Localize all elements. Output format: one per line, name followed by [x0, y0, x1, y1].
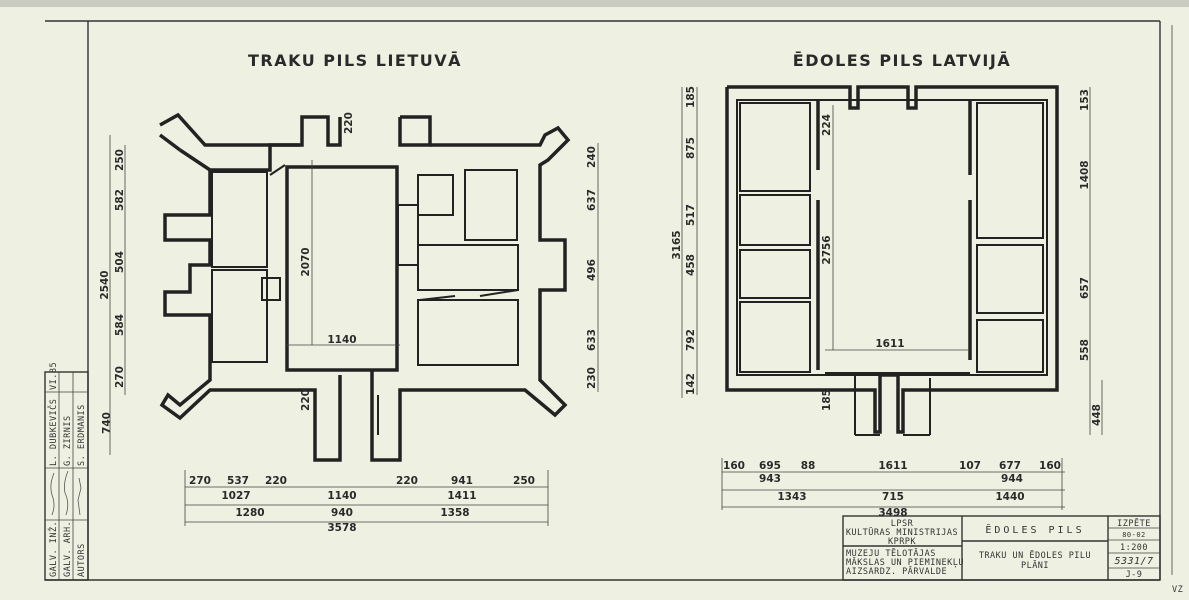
traku-bottom_row1-5-label: 250 [513, 475, 535, 487]
edoles-right_dims-2-label: 657 [1079, 277, 1091, 299]
signature-stamp: GALV. INŽ. GALV. ARH. AUTORS L. DUBKEVIČ… [44, 362, 89, 581]
edoles-bottom_row1-3-label: 1611 [878, 460, 907, 472]
stamp-roles-0-label: GALV. INŽ. [47, 521, 59, 577]
title_block-dept-1-label: MĀKSLAS UN PIEMINEKĻU [846, 557, 964, 568]
stamp-names-2-label: S. ERDMANIS [77, 404, 87, 466]
traku-dimensions: 250 582 504 584 270 740 2540 240 637 496… [99, 112, 599, 534]
title_block-scale-label: 1:200 [1120, 543, 1148, 553]
traku-inner-bottom-label: 220 [300, 389, 312, 411]
traku-bottom_row1-0-label: 270 [189, 475, 211, 487]
edoles-bottom_total-label: 3498 [878, 507, 907, 519]
title_block-object-label: ĒDOLES PILS [985, 523, 1084, 536]
title_block-drawing-0-label: TRAKU UN ĒDOLES PILU [979, 550, 1091, 561]
title_block-org-0-label: LPSR [891, 519, 914, 529]
edoles-bottom_row1-2-label: 88 [801, 460, 816, 472]
edoles-left_total-label: 3165 [671, 230, 683, 259]
traku-right_dims-1-label: 637 [586, 189, 598, 211]
stamp-names-1-label: G. ZIRNIS [63, 415, 73, 466]
edoles-bottom_row3-2-label: 1440 [995, 491, 1024, 503]
title_block-drawing-1-label: PLĀNI [1021, 560, 1049, 571]
edoles-inner-height-label: 2756 [821, 235, 833, 264]
edoles-left_dims-0-label: 185 [685, 86, 697, 108]
edoles-left_dims-5-label: 142 [685, 373, 697, 395]
traku-bottom_total-label: 3578 [327, 522, 356, 534]
traku-title: TRAKU PILS LIETUVĀ [248, 50, 462, 70]
stamp-names-0-label: L. DUBKEVIČS [47, 399, 59, 466]
traku-bottom_row1-1-label: 537 [227, 475, 249, 487]
edoles-right_dims-0-label: 153 [1079, 89, 1091, 111]
edoles-bottom_row3-1-label: 715 [882, 491, 904, 503]
edoles-bottom_row2-1-label: 944 [1001, 473, 1023, 485]
scan-edge [0, 0, 1189, 7]
traku-left_total-label: 2540 [99, 270, 111, 299]
traku-left_dims-2-label: 504 [114, 251, 126, 273]
corner-mark: VZ [1172, 585, 1183, 595]
traku-left_dims-1-label: 582 [114, 189, 126, 211]
traku-inner-width-label: 1140 [327, 334, 356, 346]
traku-left_dims-0-label: 250 [114, 149, 126, 171]
edoles-dimensions: 185 875 517 458 792 142 3165 153 1408 65… [671, 86, 1103, 519]
edoles-inner-bottom-label: 185 [821, 389, 833, 411]
traku-bottom_row1-4-label: 941 [451, 475, 473, 487]
edoles-bottom_row1-5-label: 677 [999, 460, 1021, 472]
traku-right_dims-0-label: 240 [586, 146, 598, 168]
traku-bottom_row3-2-label: 1358 [440, 507, 469, 519]
title_block-org-1-label: KULTŪRAS MINISTRIJAS [846, 527, 958, 538]
stamp-date-label: VI.85 [49, 362, 59, 390]
edoles-floor-plan [725, 85, 1059, 436]
traku-right_dims-3-label: 633 [586, 329, 598, 351]
traku-inner-top-label: 220 [343, 112, 355, 134]
edoles-bottom_row1-6-label: 160 [1039, 460, 1061, 472]
traku-floor-plan [158, 112, 571, 462]
title_block-org-2-label: KPRPK [888, 537, 916, 547]
title_block-stage-label: IZPĒTE [1117, 518, 1151, 529]
traku-bottom_row1-3-label: 220 [396, 475, 418, 487]
edoles-inner-top-label: 224 [821, 114, 833, 136]
traku-bottom_row3-0-label: 1280 [235, 507, 264, 519]
title_block-sheet-label: J-9 [1126, 570, 1143, 580]
edoles-right_dims-4-label: 448 [1091, 404, 1103, 426]
traku-bottom_row2-2-label: 1411 [447, 490, 476, 502]
edoles-bottom_row3-0-label: 1343 [777, 491, 806, 503]
traku-bottom_row2-0-label: 1027 [221, 490, 250, 502]
traku-left_dims-4-label: 270 [114, 366, 126, 388]
stamp-roles-2-label: AUTORS [77, 543, 87, 577]
edoles-left_dims-2-label: 517 [685, 204, 697, 226]
edoles-left_dims-1-label: 875 [685, 137, 697, 159]
title_block-number-label: 5331/7 [1114, 556, 1153, 567]
title_block-year-label: 80-02 [1122, 531, 1146, 539]
traku-left_dims-5-label: 740 [101, 412, 113, 434]
traku-bottom_row2-1-label: 1140 [327, 490, 356, 502]
traku-right_dims-4-label: 230 [586, 367, 598, 389]
traku-bottom_row3-1-label: 940 [331, 507, 353, 519]
edoles-title: ĒDOLES PILS LATVIJĀ [793, 50, 1011, 70]
traku-inner-height-label: 2070 [300, 247, 312, 276]
edoles-left_dims-3-label: 458 [685, 254, 697, 276]
edoles-inner-width-label: 1611 [875, 338, 904, 350]
traku-left_dims-3-label: 584 [114, 314, 126, 336]
title-block: LPSR KULTŪRAS MINISTRIJAS KPRPK MUZEJU T… [842, 515, 1161, 581]
edoles-left_dims-4-label: 792 [685, 329, 697, 351]
edoles-right_dims-1-label: 1408 [1079, 160, 1091, 189]
traku-bottom_row1-2-label: 220 [265, 475, 287, 487]
edoles-bottom_row1-1-label: 695 [759, 460, 781, 472]
title_block-dept-0-label: MUZEJU TĒLOTĀJAS [846, 548, 936, 559]
stamp-roles-1-label: GALV. ARH. [63, 521, 73, 577]
edoles-bottom_row1-4-label: 107 [959, 460, 981, 472]
title_block-dept-2-label: AIZSARDZ. PĀRVALDE [846, 566, 947, 577]
edoles-bottom_row1-0-label: 160 [723, 460, 745, 472]
edoles-bottom_row2-0-label: 943 [759, 473, 781, 485]
edoles-right_dims-3-label: 558 [1079, 339, 1091, 361]
traku-right_dims-2-label: 496 [586, 259, 598, 281]
